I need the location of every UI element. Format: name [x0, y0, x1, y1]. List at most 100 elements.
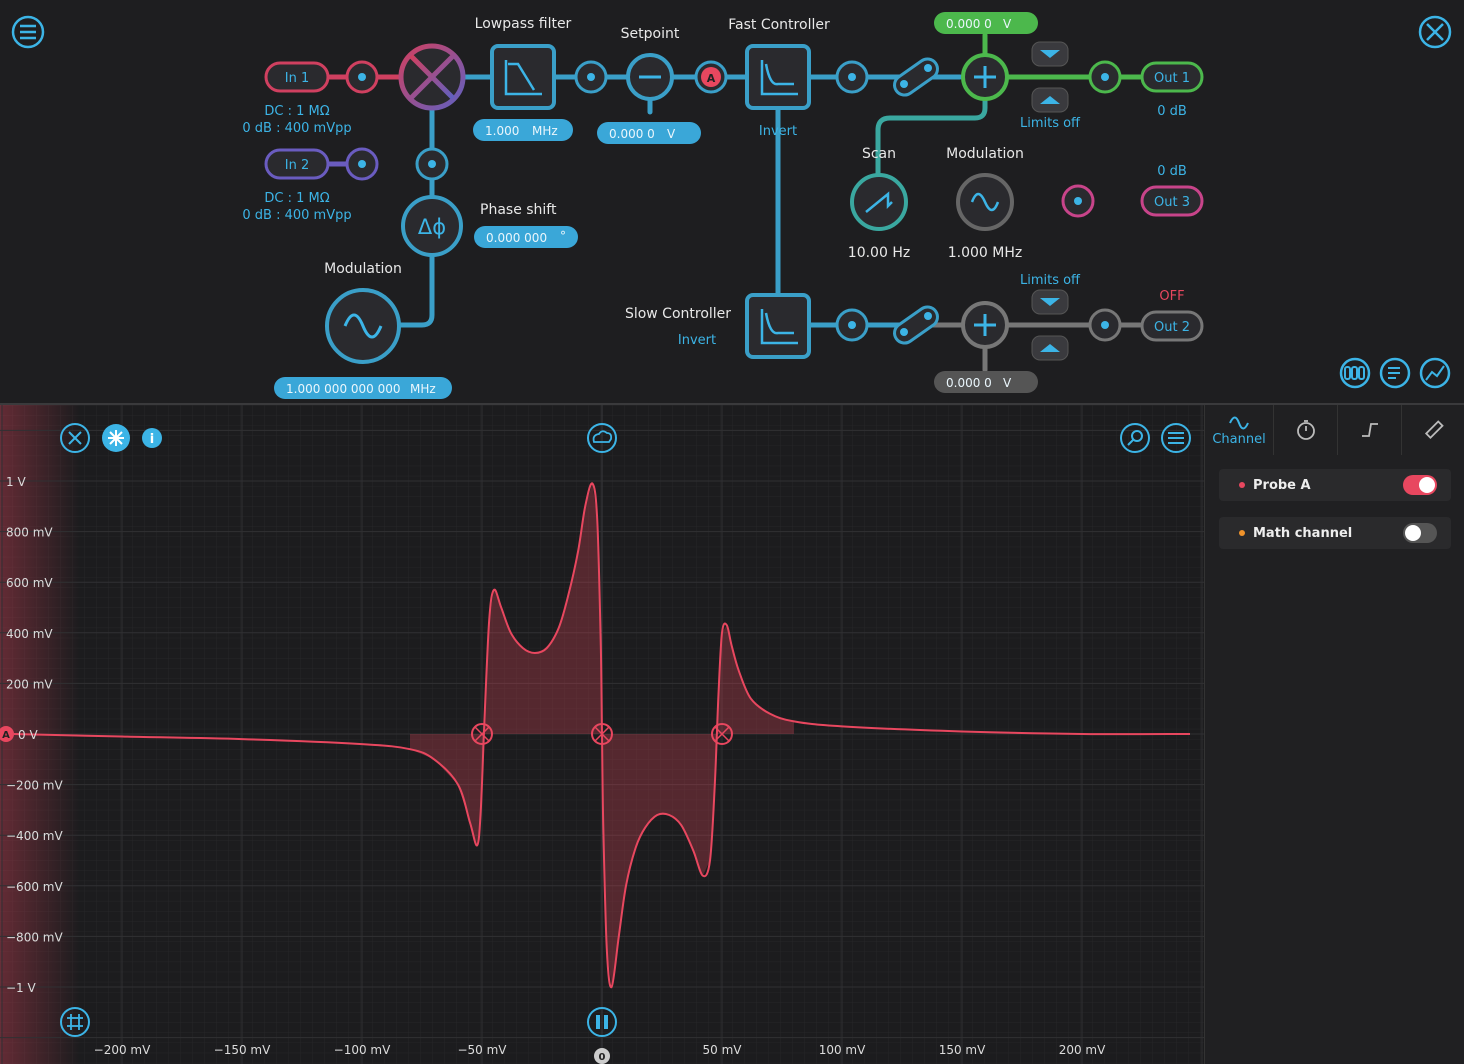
out1-offset-input[interactable]: 0.000 0 V — [934, 12, 1038, 34]
zoom-icon[interactable] — [1120, 423, 1150, 453]
in2-range[interactable]: 0 dB : 400 mVpp — [242, 208, 351, 223]
panel-divider[interactable] — [0, 403, 1464, 405]
modulation-left-unit: MHz — [410, 382, 436, 396]
lowpass-probe-node[interactable] — [574, 60, 608, 94]
modulation-left-block[interactable] — [325, 288, 401, 364]
fast-controller-block[interactable] — [745, 44, 811, 110]
phase-shift-title: Phase shift — [480, 202, 557, 218]
probe-a-trace — [13, 482, 1191, 989]
out2-sum-block[interactable] — [961, 301, 1009, 349]
in1-button[interactable]: In 1 — [264, 61, 330, 93]
tab-trigger[interactable] — [1337, 405, 1402, 455]
y-tick-label: 0 V — [18, 728, 38, 742]
slow-controller-title: Slow Controller — [625, 306, 731, 322]
sliders-icon[interactable] — [1161, 423, 1191, 453]
chart-icon[interactable] — [1419, 357, 1451, 389]
laser-icon[interactable] — [102, 424, 130, 452]
channel-row-math[interactable]: Math channel — [1219, 517, 1451, 549]
in2-coupling[interactable]: DC : 1 MΩ — [264, 191, 329, 206]
cloud-upload-icon[interactable] — [587, 423, 617, 453]
out2-probe-node[interactable] — [1088, 308, 1122, 342]
setpoint-input[interactable]: 0.000 0 V — [597, 122, 701, 144]
slow-controller-block[interactable] — [745, 293, 811, 359]
slow-controller-invert[interactable]: Invert — [678, 333, 716, 348]
scan-frequency[interactable]: 10.00 Hz — [848, 245, 910, 261]
fast-switch[interactable] — [891, 55, 942, 99]
zero-crossing-ring — [471, 723, 493, 745]
in1-range[interactable]: 0 dB : 400 mVpp — [242, 121, 351, 136]
out2-limits[interactable]: Limits off — [1020, 273, 1081, 288]
out1-upper-limit-button[interactable] — [1031, 41, 1069, 67]
y-tick-label: 600 mV — [6, 576, 53, 590]
tab-measure[interactable] — [1401, 405, 1464, 455]
mixer-icon[interactable] — [398, 43, 466, 111]
out1-offset-value: 0.000 0 — [946, 17, 992, 31]
lowpass-filter-block[interactable] — [490, 44, 556, 110]
y-tick-label: −1 V — [6, 981, 37, 995]
close-icon[interactable] — [60, 423, 90, 453]
in2-button[interactable]: In 2 — [264, 148, 330, 180]
lowpass-icon — [504, 60, 542, 96]
tab-timing[interactable] — [1273, 405, 1338, 455]
out2-lower-limit-button[interactable] — [1031, 335, 1069, 361]
zero-crossing-marker — [471, 723, 493, 745]
out1-sum-block[interactable] — [961, 53, 1009, 101]
in1-coupling[interactable]: DC : 1 MΩ — [264, 104, 329, 119]
modulation-right-block[interactable] — [956, 173, 1014, 231]
out1-lower-limit-button[interactable] — [1031, 87, 1069, 113]
fast-controller-invert[interactable]: Invert — [759, 124, 797, 139]
out3-probe-node[interactable] — [1061, 184, 1095, 218]
menu-button[interactable] — [11, 15, 45, 49]
out1-limits[interactable]: Limits off — [1020, 116, 1081, 131]
offset-marker-label: A — [2, 730, 10, 741]
trigger-icon — [1362, 423, 1378, 437]
x-tick-label: −150 mV — [214, 1043, 271, 1057]
modulation-left-frequency-input[interactable]: 1.000 000 000 000 MHz — [274, 377, 452, 399]
math-channel-toggle[interactable] — [1403, 523, 1437, 543]
out3-button[interactable]: Out 3 — [1140, 185, 1204, 217]
probe-a-toggle[interactable] — [1403, 475, 1437, 495]
x-tick-label: −100 mV — [334, 1043, 391, 1057]
out2-offset-input[interactable]: 0.000 0 V — [934, 371, 1038, 393]
setpoint-subtract-block[interactable] — [626, 53, 674, 101]
trigger-zero-marker[interactable]: 0 — [594, 1048, 610, 1064]
ramp-icon — [865, 191, 893, 213]
out2-upper-limit-button[interactable] — [1031, 289, 1069, 315]
out1-probe-node[interactable] — [1088, 60, 1122, 94]
probe-a-trace-layer — [13, 482, 1191, 989]
in2-probe-node[interactable] — [345, 147, 379, 181]
lowpass-frequency-input[interactable]: 1.000 MHz — [473, 119, 573, 141]
panel-grid-icon[interactable] — [1339, 357, 1371, 389]
out2-state[interactable]: OFF — [1159, 289, 1184, 304]
wrench-screwdriver-icon[interactable] — [1418, 15, 1452, 49]
out1-gain[interactable]: 0 dB — [1157, 104, 1187, 119]
out2-offset-value: 0.000 0 — [946, 376, 992, 390]
tab-channel[interactable]: Channel — [1205, 405, 1273, 455]
mixer-probe-node[interactable] — [415, 147, 449, 181]
probe-a-marker[interactable]: A — [694, 60, 728, 94]
phase-shift-block[interactable]: Δϕ — [401, 195, 463, 257]
math-channel-color-dot — [1239, 530, 1245, 536]
scan-block[interactable] — [850, 173, 908, 231]
modulation-right-title: Modulation — [946, 146, 1024, 162]
fast-probe-node[interactable] — [835, 60, 869, 94]
out3-gain[interactable]: 0 dB — [1157, 164, 1187, 179]
channel-a-offset-marker[interactable]: A — [0, 726, 14, 742]
modulation-right-frequency[interactable]: 1.000 MHz — [948, 245, 1022, 261]
out1-button[interactable]: Out 1 — [1140, 61, 1204, 93]
notes-icon[interactable] — [1379, 357, 1411, 389]
ruler-icon — [1424, 420, 1444, 440]
info-icon[interactable]: i — [142, 428, 162, 448]
channel-row-probe-a[interactable]: Probe A — [1219, 469, 1451, 501]
zero-crossing-ring — [591, 723, 613, 745]
slow-probe-node[interactable] — [835, 308, 869, 342]
slow-switch[interactable] — [891, 303, 942, 347]
grid-icon[interactable] — [60, 1007, 90, 1037]
out2-button[interactable]: Out 2 — [1140, 310, 1204, 342]
pause-button[interactable] — [587, 1007, 617, 1037]
phase-shift-input[interactable]: 0.000 000 ° — [474, 226, 578, 248]
in1-probe-node[interactable] — [345, 60, 379, 94]
